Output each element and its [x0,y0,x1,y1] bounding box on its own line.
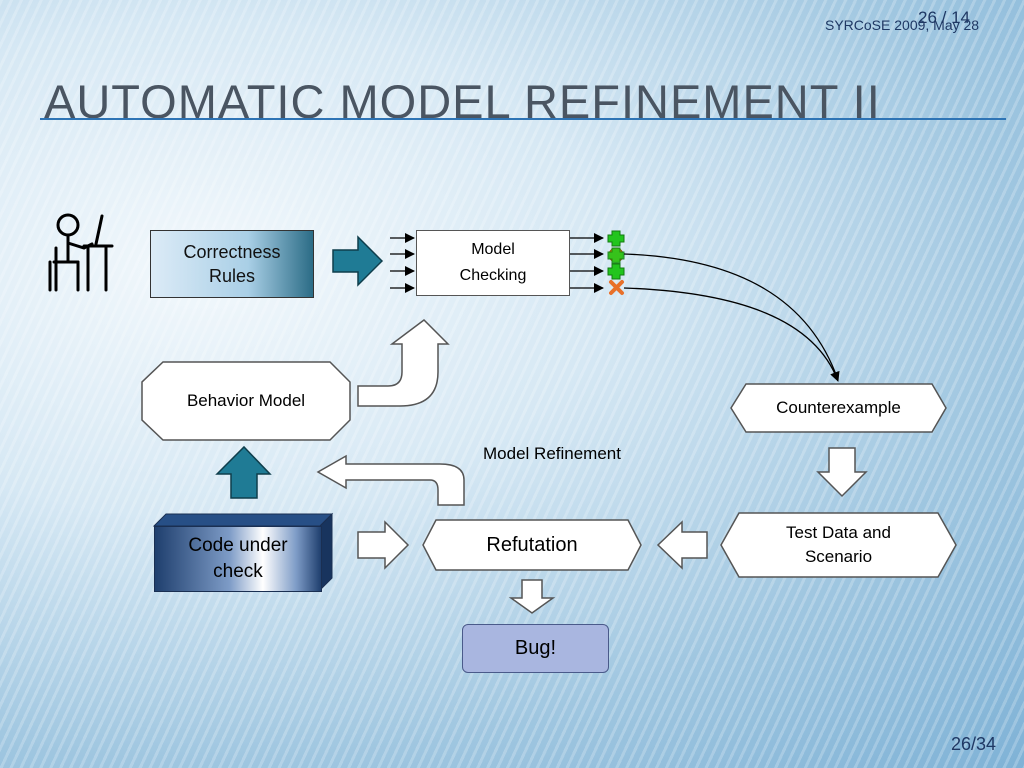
code-under-check-box: Code under check [154,526,322,592]
code-box-top [152,513,334,527]
input-lines [390,233,415,293]
counterexample-label: Counterexample [776,398,901,418]
curve-arrow-2 [623,287,840,382]
left-arrow [656,520,708,570]
behavior-model-label: Behavior Model [186,391,306,411]
test-data-label: Test Data and Scenario [786,523,891,566]
title-underline [40,118,1006,120]
cross-icon [609,280,624,295]
arrow-right-teal [332,235,384,287]
bug-box: Bug! [462,624,609,673]
test-data-shape [720,512,957,578]
behavior-model-shape [141,361,351,441]
output-lines [568,233,604,293]
slide-number: 26/34 [950,734,996,754]
arrow-up-teal [215,445,272,499]
down-arrow-1 [816,447,868,498]
curve-arrow-1 [623,253,839,381]
refutation-shape [422,519,642,571]
curved-up-arrow [357,319,450,407]
correctness-rules-box: Correctness Rules [150,230,314,298]
model-refinement-label: Model Refinement [483,444,621,464]
plus-icon [607,230,625,247]
right-arrow [357,520,410,570]
down-arrow-2 [508,579,556,614]
page-count: 26 / 14 [918,8,970,27]
plus-icon [607,263,625,280]
conference-label: SYRCoSE 2009, May 28 [825,17,980,33]
plus-icon [607,247,625,264]
refutation-label: Refutation [486,534,578,556]
model-refinement-arrow [316,454,465,506]
counterexample-shape [730,383,947,433]
person-at-desk-icon [48,213,114,292]
model-checking-box: Model Checking [416,230,570,296]
